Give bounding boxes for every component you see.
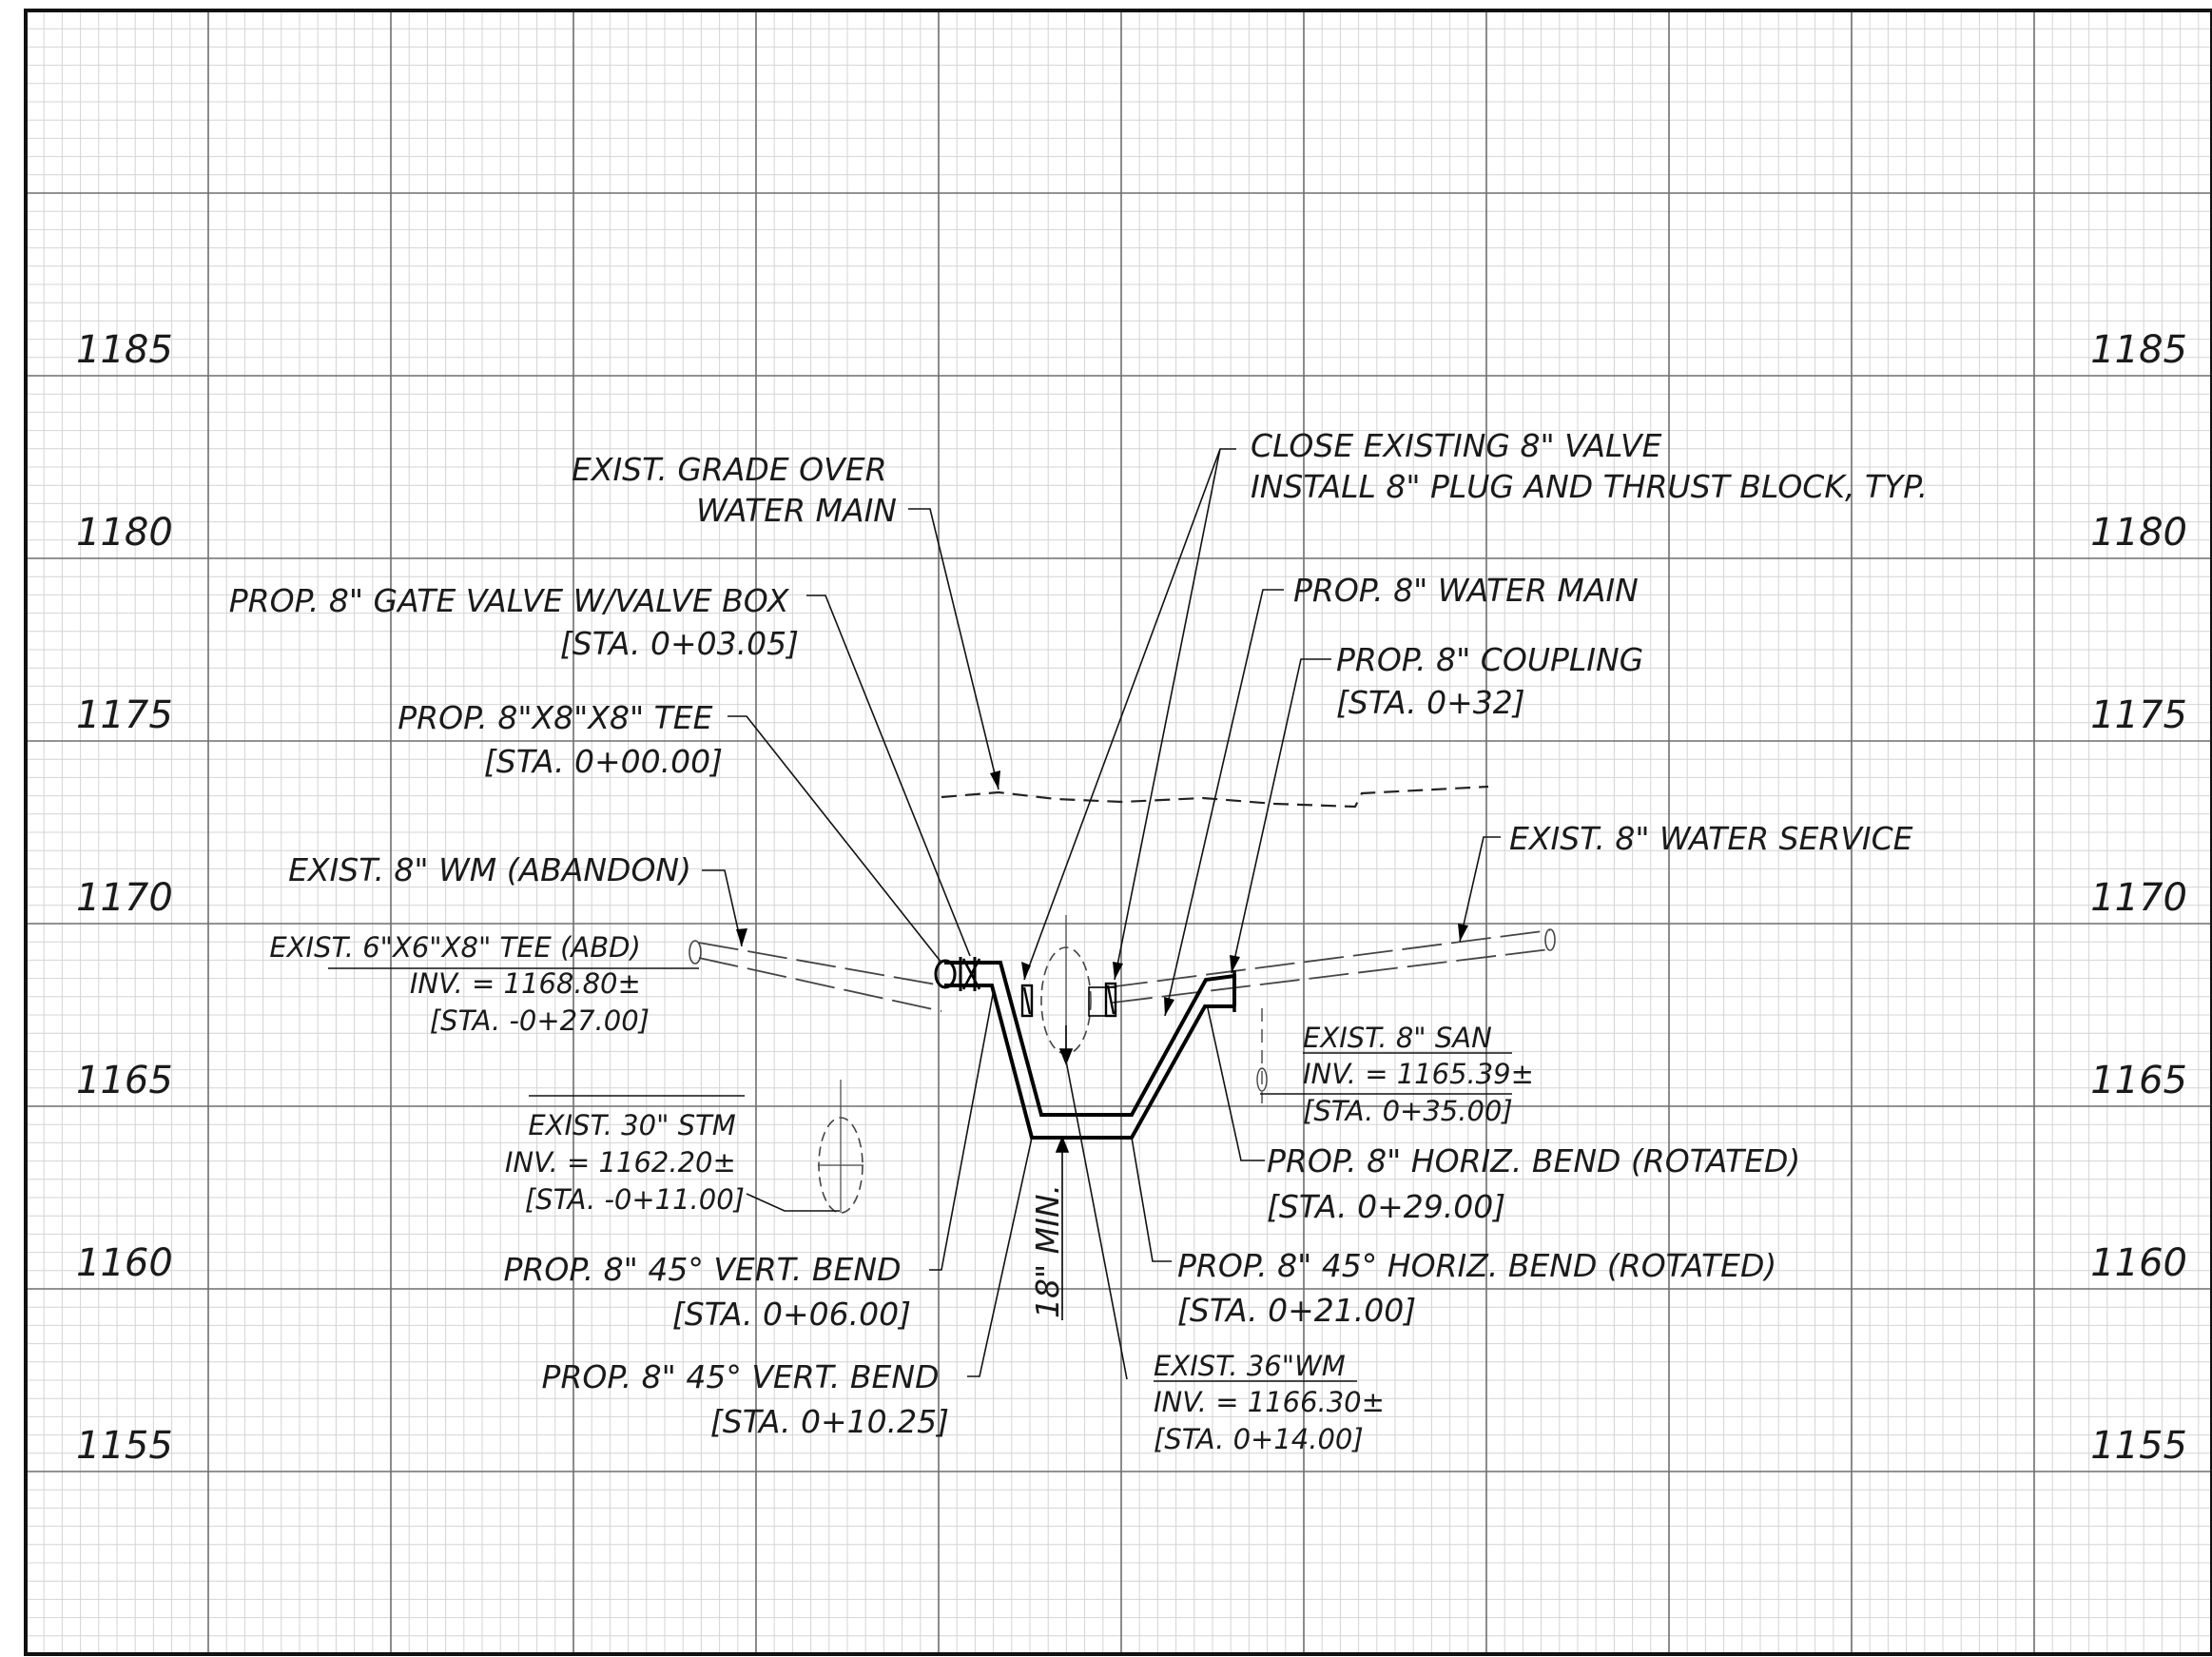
- annotations: EXIST. GRADE OVER WATER MAIN CLOSE EXIST…: [229, 427, 1928, 1455]
- elevation-label: 1155: [2090, 1424, 2187, 1468]
- existing-8-san: [1256, 1008, 1268, 1103]
- elevation-label: 1180: [76, 511, 173, 555]
- plug-thrust-block-left: [1020, 984, 1034, 1018]
- exist-tee-label: EXIST. 6"X6"X8" TEE (ABD) INV. = 1168.80…: [269, 931, 650, 1037]
- elevation-labels-left: 1185 1180 1175 1170 1165 1160 1155: [76, 328, 173, 1468]
- exist-grade-label: EXIST. GRADE OVER WATER MAIN: [572, 451, 897, 529]
- exist-stm-label: EXIST. 30" STM INV. = 1162.20± [STA. -0+…: [505, 1109, 745, 1216]
- elevation-label: 1185: [2090, 328, 2187, 372]
- gate-valve-label: PROP. 8" GATE VALVE W/VALVE BOX [STA. 0+…: [229, 582, 799, 662]
- water-service-label: EXIST. 8" WATER SERVICE: [1509, 820, 1913, 857]
- horiz-bend-29-label: PROP. 8" HORIZ. BEND (ROTATED) [STA. 0+2…: [1267, 1142, 1811, 1225]
- existing-water-service: [1107, 929, 1551, 1004]
- elevation-label: 1170: [76, 876, 173, 920]
- water-main-label: PROP. 8" WATER MAIN: [1293, 572, 1639, 609]
- elevation-label: 1180: [2090, 511, 2187, 555]
- tee-fitting: [934, 957, 977, 991]
- leader-arrowheads: [736, 770, 1468, 1016]
- horiz-bend-21-label: PROP. 8" 45° HORIZ. BEND (ROTATED) [STA.…: [1177, 1247, 1787, 1329]
- elevation-label: 1155: [76, 1424, 173, 1468]
- elevation-label: 1175: [76, 693, 173, 737]
- plug-thrust-block-right: [1088, 982, 1117, 1018]
- exist-wm-label: EXIST. 8" WM (ABANDON): [288, 851, 691, 888]
- existing-grade-line: [941, 785, 1489, 809]
- exist-san-label: EXIST. 8" SAN INV. = 1165.39± [STA. 0+35…: [1303, 1022, 1543, 1127]
- gate-valve-symbol: [961, 958, 981, 990]
- elevation-label: 1160: [2090, 1241, 2187, 1285]
- existing-wm-end-cap: [689, 940, 702, 965]
- elevation-label: 1175: [2090, 693, 2187, 737]
- existing-service-end-cap: [1544, 928, 1556, 951]
- tee-label: PROP. 8"X8"X8" TEE [STA. 0+00.00]: [398, 699, 723, 780]
- leader-lines: [328, 448, 1512, 1380]
- elevation-labels-right: 1185 1180 1175 1170 1165 1160 1155: [2090, 328, 2187, 1468]
- elevation-label: 1165: [2090, 1059, 2187, 1102]
- elevation-label: 1160: [76, 1241, 173, 1285]
- elevation-label: 1185: [76, 328, 173, 372]
- existing-30-stm: [818, 1080, 863, 1214]
- close-valve-label: CLOSE EXISTING 8" VALVE INSTALL 8" PLUG …: [1251, 427, 1928, 505]
- vert-bend-10-label: PROP. 8" 45° VERT. BEND [STA. 0+10.25]: [542, 1358, 949, 1440]
- elevation-label: 1165: [76, 1059, 173, 1102]
- coupling-label: PROP. 8" COUPLING [STA. 0+32]: [1336, 641, 1654, 721]
- elevation-label: 1170: [2090, 876, 2187, 920]
- existing-wm-abandon: [698, 942, 942, 1012]
- exist-36wm-label: EXIST. 36"WM INV. = 1166.30± [STA. 0+14.…: [1154, 1350, 1393, 1455]
- callout-underlines: [529, 1052, 1512, 1382]
- major-grid: [26, 10, 2212, 1654]
- vert-bend-06-label: PROP. 8" 45° VERT. BEND [STA. 0+06.00]: [504, 1251, 911, 1333]
- sheet-border: [24, 9, 2212, 1656]
- min-cover-label: 18" MIN.: [1029, 1184, 1066, 1318]
